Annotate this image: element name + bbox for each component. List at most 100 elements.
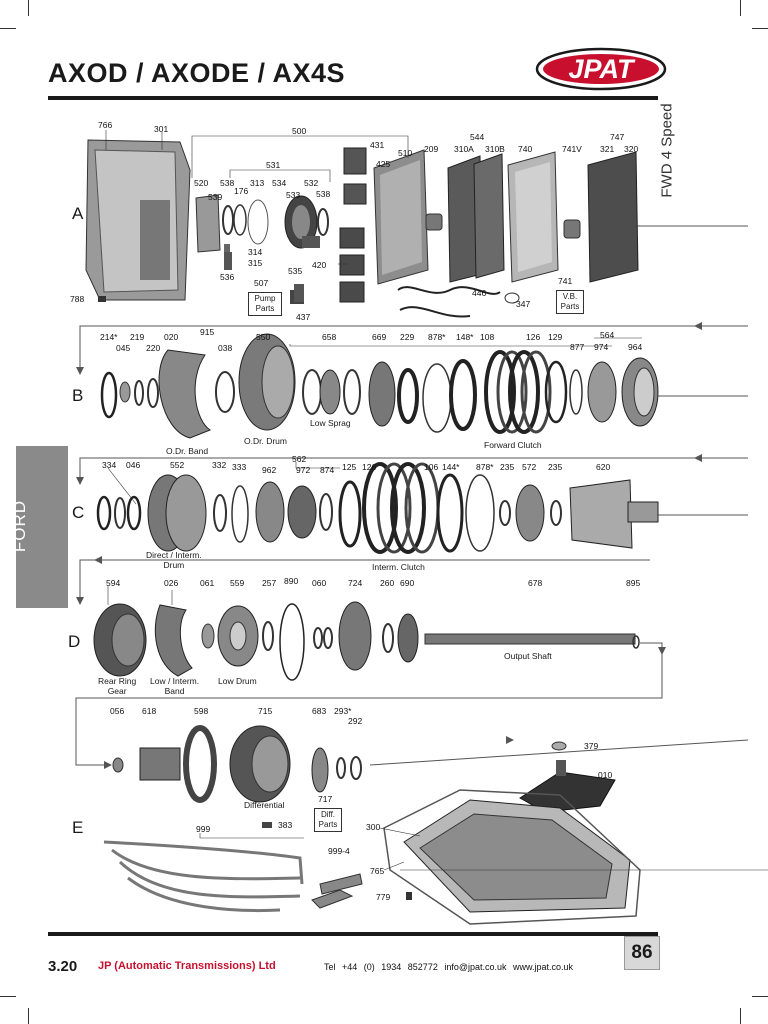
part-number: 257 xyxy=(262,578,277,588)
row-letter-e: E xyxy=(72,818,84,837)
part-number: 747 xyxy=(610,132,625,142)
part-number: 972 xyxy=(296,465,311,475)
part-number: 235 xyxy=(548,462,563,472)
part-number: 717 xyxy=(318,794,333,804)
caption-low-sprag: Low Sprag xyxy=(310,418,351,428)
part-number: 683 xyxy=(312,706,327,716)
part-number: 144* xyxy=(442,462,460,472)
part-number: 974 xyxy=(594,342,609,352)
part-number: 148* xyxy=(456,332,474,342)
row-letter-d: D xyxy=(68,632,81,651)
part-number: 598 xyxy=(194,706,209,716)
caption-differential: Differential xyxy=(244,800,285,810)
part-number: 520 xyxy=(194,178,209,188)
part-number: 766 xyxy=(98,120,113,130)
crop-mark xyxy=(28,0,29,16)
logo-text: JPAT xyxy=(568,54,636,84)
crop-mark xyxy=(740,0,741,16)
section-tab: FORD xyxy=(10,446,68,608)
vb-parts-box: V.B. Parts xyxy=(556,290,584,314)
part-number: 895 xyxy=(626,578,641,588)
part-number: 741 xyxy=(558,276,573,286)
row-e-parts xyxy=(103,789,641,925)
part-number: 176 xyxy=(234,186,249,196)
part-number: 125 xyxy=(342,462,357,472)
part-number: 620 xyxy=(596,462,611,472)
crop-mark xyxy=(0,996,16,997)
leader-lines xyxy=(105,130,768,871)
part-number: 669 xyxy=(372,332,387,342)
row-b-parts xyxy=(100,333,659,439)
part-number: 544 xyxy=(470,132,485,142)
part-number: 550 xyxy=(256,332,271,342)
part-number: 890 xyxy=(284,576,299,586)
part-number: 874 xyxy=(320,465,335,475)
row-letter-b: B xyxy=(72,386,84,405)
flow-arrows xyxy=(76,322,702,769)
page-title: AXOD / AXODE / AX4S xyxy=(48,58,346,88)
title-rule xyxy=(48,96,658,100)
row-a-parts xyxy=(85,139,639,318)
flow-lines xyxy=(75,225,749,766)
jpat-logo: JPAT xyxy=(535,47,667,91)
part-number: 056 xyxy=(110,706,125,716)
part-number: 533 xyxy=(286,190,301,200)
part-number: 690 xyxy=(400,578,415,588)
part-number: 060 xyxy=(312,578,327,588)
part-number: 572 xyxy=(522,462,537,472)
crop-mark xyxy=(740,1008,741,1024)
caption-interm-clutch: Interm. Clutch xyxy=(372,562,425,572)
part-number: 108 xyxy=(480,332,495,342)
part-number: 209 xyxy=(424,144,439,154)
part-number: 020 xyxy=(164,332,179,342)
part-number: 045 xyxy=(116,343,131,353)
part-number: 539 xyxy=(208,192,223,202)
part-number: 538 xyxy=(316,189,331,199)
part-number: 962 xyxy=(262,465,277,475)
part-number: 500 xyxy=(292,126,307,136)
part-number: 877 xyxy=(570,342,585,352)
part-number: 999-4 xyxy=(328,846,350,856)
part-number: 618 xyxy=(142,706,157,716)
part-number: 534 xyxy=(272,178,287,188)
part-number: 437 xyxy=(296,312,311,322)
footer-rule xyxy=(48,932,658,936)
part-number: 740 xyxy=(518,144,533,154)
part-number: 301 xyxy=(154,124,169,134)
row-d-parts xyxy=(93,601,640,681)
crop-mark xyxy=(752,996,768,997)
caption-low-drum: Low Drum xyxy=(218,676,257,686)
part-number: 532 xyxy=(304,178,319,188)
part-number: 010 xyxy=(598,770,613,780)
part-number: 594 xyxy=(106,578,121,588)
part-number: 229 xyxy=(400,332,415,342)
part-number: 126 xyxy=(526,332,541,342)
part-number: 420 xyxy=(312,260,327,270)
part-number: 315 xyxy=(248,258,263,268)
part-number: 552 xyxy=(170,460,185,470)
part-number: 334 xyxy=(102,460,117,470)
part-number: 431 xyxy=(370,140,385,150)
part-number: 314 xyxy=(248,247,263,257)
part-number: 878* xyxy=(476,462,494,472)
part-number: 220 xyxy=(146,343,161,353)
part-number: 347 xyxy=(516,299,531,309)
part-number: 219 xyxy=(130,332,145,342)
row-letter-c: C xyxy=(72,503,85,522)
row-c-parts xyxy=(96,462,659,554)
page-number: 86 xyxy=(624,936,660,970)
part-number: 332 xyxy=(212,460,227,470)
part-number: 915 xyxy=(200,327,215,337)
part-number: 678 xyxy=(528,578,543,588)
part-number: 779 xyxy=(376,892,391,902)
part-number: 536 xyxy=(220,272,235,282)
crop-mark xyxy=(28,1008,29,1024)
part-number: 310B xyxy=(485,144,505,154)
part-number: 313 xyxy=(250,178,265,188)
caption-rear-ring-gear: Rear Ring Gear xyxy=(98,676,137,696)
part-number: 026 xyxy=(164,578,179,588)
part-number: 320 xyxy=(624,144,639,154)
section-tab-label: FORD xyxy=(10,499,30,553)
part-number: 061 xyxy=(200,578,215,588)
part-number: 379 xyxy=(584,741,599,751)
